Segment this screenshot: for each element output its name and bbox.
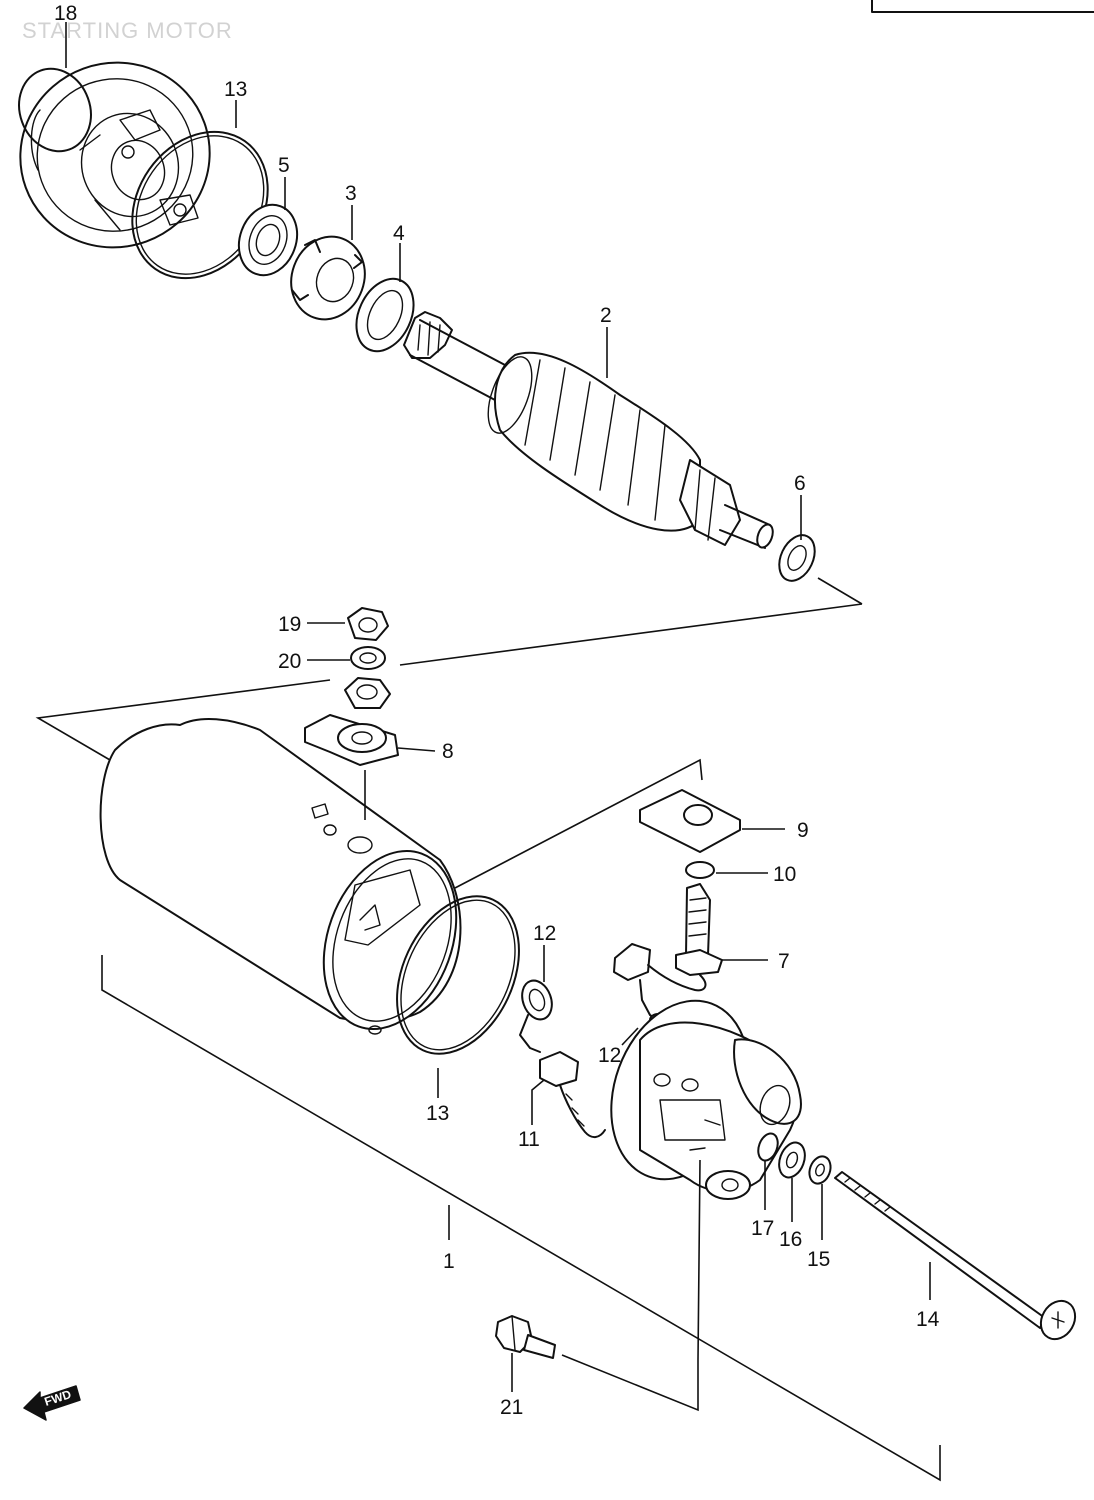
frame-corner [871, 0, 1094, 13]
leader-lines [65, 22, 931, 1392]
label-20: 20 [278, 650, 301, 673]
label-14: 14 [916, 1308, 940, 1331]
washer-part-16 [778, 1141, 806, 1179]
armature-part-2 [403, 311, 774, 549]
label-4: 4 [393, 222, 405, 245]
label-12-right: 12 [598, 1044, 621, 1067]
fwd-arrow-icon: FWD [23, 1385, 81, 1421]
label-16: 16 [779, 1228, 802, 1251]
oil-seal-part-5 [237, 203, 299, 277]
terminal-part-7 [613, 883, 723, 1027]
label-21: 21 [500, 1396, 523, 1419]
terminal-nut [344, 677, 391, 709]
brush-part-11 [539, 1051, 606, 1138]
label-10: 10 [773, 863, 796, 886]
label-17: 17 [751, 1217, 774, 1240]
label-11: 11 [518, 1128, 540, 1151]
label-9: 9 [797, 819, 809, 842]
label-6: 6 [794, 472, 806, 495]
lock-washer-part-3 [290, 235, 366, 321]
o-ring-part-13-bottom [396, 895, 520, 1055]
bolt-part-14 [834, 1171, 1077, 1341]
diagram-title: STARTING MOTOR [22, 18, 233, 43]
insulator-plate-part-9 [639, 789, 741, 853]
alignment-line [454, 758, 703, 889]
washer-part-4 [355, 277, 415, 353]
washer-part-15 [808, 1155, 832, 1185]
label-19: 19 [278, 613, 301, 636]
brush-spring-part-12-left [519, 979, 553, 1053]
bolt-part-21 [495, 1315, 556, 1359]
label-12-left: 12 [533, 922, 556, 945]
label-2: 2 [600, 304, 612, 327]
washer-part-20 [350, 646, 386, 670]
yoke-part-1 [99, 717, 462, 1035]
label-13-bottom: 13 [426, 1102, 449, 1125]
label-15: 15 [807, 1248, 830, 1271]
alignment-line [101, 955, 941, 1482]
washer-part-6 [778, 534, 816, 582]
nut-part-19 [347, 607, 389, 641]
alignment-line [35, 679, 331, 761]
label-18: 18 [54, 2, 77, 25]
label-5: 5 [278, 154, 290, 177]
front-cover-part-18 [18, 61, 211, 249]
o-ring-part-17 [757, 1132, 779, 1162]
label-3: 3 [345, 182, 357, 205]
alignment-line [561, 1159, 701, 1412]
o-ring-part-10 [685, 861, 715, 879]
insulator-part-8 [304, 714, 399, 766]
alignment-line [399, 577, 863, 666]
label-13-top: 13 [224, 78, 247, 101]
label-8: 8 [442, 740, 454, 763]
label-7: 7 [778, 950, 790, 973]
rear-cover [610, 999, 802, 1200]
label-1: 1 [443, 1250, 455, 1273]
